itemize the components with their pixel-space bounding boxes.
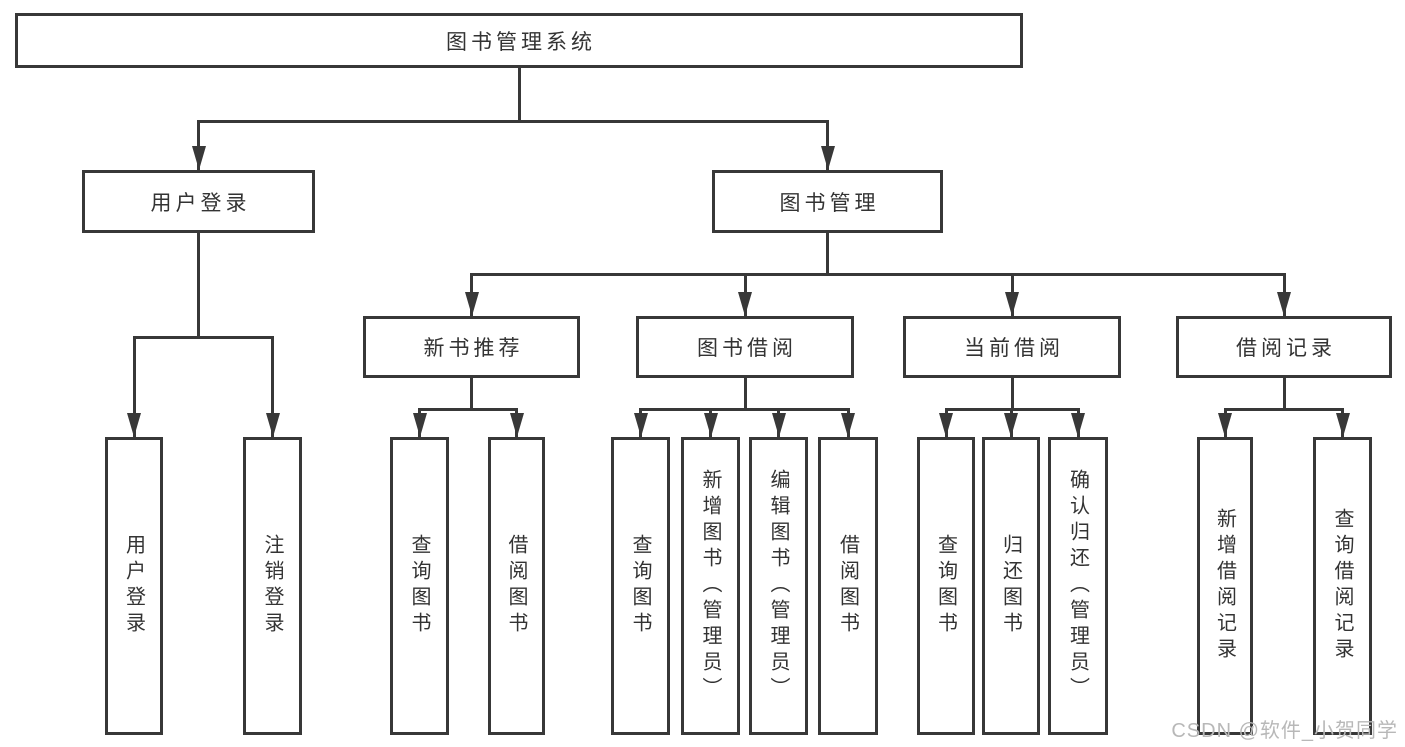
node-rec-borrow: 借阅图书 bbox=[488, 437, 545, 735]
node-bor-lend: 借阅图书 bbox=[818, 437, 878, 735]
node-cur-confirm: 确认归还（管理员） bbox=[1048, 437, 1108, 735]
node-label-borrow: 图书借阅 bbox=[697, 337, 797, 360]
arrow-down-icon bbox=[412, 413, 427, 437]
connector-line-vertical bbox=[743, 378, 747, 411]
connector-line-vertical bbox=[197, 120, 200, 170]
node-label-rec-query: 查询图书 bbox=[408, 534, 430, 638]
connector-line-vertical bbox=[826, 120, 829, 170]
node-label-login-out: 注销登录 bbox=[261, 534, 283, 638]
node-bor-query: 查询图书 bbox=[611, 437, 670, 735]
arrow-down-icon bbox=[703, 413, 718, 437]
arrow-down-icon bbox=[1071, 413, 1085, 437]
arrow-down-icon bbox=[509, 413, 524, 437]
arrow-down-icon bbox=[1005, 292, 1019, 316]
connector-line-horizontal bbox=[418, 408, 518, 411]
arrow-down-icon bbox=[820, 146, 835, 170]
node-login: 用户登录 bbox=[82, 170, 315, 233]
node-current: 当前借阅 bbox=[903, 316, 1121, 378]
node-label-recommend: 新书推荐 bbox=[423, 337, 524, 360]
node-login-out: 注销登录 bbox=[243, 437, 302, 735]
node-label-hist-query: 查询借阅记录 bbox=[1331, 508, 1353, 664]
node-label-login: 用户登录 bbox=[150, 191, 251, 215]
connector-line-horizontal bbox=[470, 273, 1286, 276]
connector-line-vertical bbox=[132, 336, 136, 437]
connector-line-vertical bbox=[1282, 378, 1286, 411]
arrow-down-icon bbox=[1004, 413, 1018, 437]
node-label-records: 借阅记录 bbox=[1236, 337, 1336, 360]
connector-line-vertical bbox=[197, 233, 200, 339]
node-label-rec-borrow: 借阅图书 bbox=[505, 534, 527, 638]
connector-line-horizontal bbox=[1223, 408, 1344, 411]
node-label-cur-query: 查询图书 bbox=[934, 534, 957, 638]
arrow-down-icon bbox=[841, 413, 855, 437]
node-hist-query: 查询借阅记录 bbox=[1313, 437, 1372, 735]
node-label-manage: 图书管理 bbox=[779, 191, 880, 215]
node-label-bor-add: 新增图书（管理员） bbox=[699, 469, 721, 703]
node-records: 借阅记录 bbox=[1176, 316, 1392, 378]
node-label-hist-add: 新增借阅记录 bbox=[1213, 508, 1236, 664]
arrow-down-icon bbox=[127, 413, 141, 437]
node-manage: 图书管理 bbox=[712, 170, 943, 233]
connector-line-vertical bbox=[271, 336, 274, 437]
connector-line-vertical bbox=[826, 233, 829, 276]
node-label-cur-confirm: 确认归还（管理员） bbox=[1066, 469, 1089, 703]
watermark: CSDN @软件_小贺同学 bbox=[1171, 720, 1398, 742]
arrow-down-icon bbox=[265, 413, 280, 437]
node-label-login-user: 用户登录 bbox=[122, 534, 145, 638]
arrow-down-icon bbox=[738, 292, 752, 316]
arrow-down-icon bbox=[771, 413, 786, 437]
node-login-user: 用户登录 bbox=[105, 437, 163, 735]
arrow-down-icon bbox=[939, 413, 953, 437]
node-label-bor-query: 查询图书 bbox=[629, 534, 651, 638]
node-label-bor-lend: 借阅图书 bbox=[836, 534, 859, 638]
node-bor-add: 新增图书（管理员） bbox=[681, 437, 740, 735]
node-hist-add: 新增借阅记录 bbox=[1197, 437, 1253, 735]
connector-line-vertical bbox=[470, 378, 473, 411]
connector-line-horizontal bbox=[132, 336, 274, 339]
arrow-down-icon bbox=[1218, 413, 1232, 437]
arrow-down-icon bbox=[1335, 413, 1350, 437]
connector-line-horizontal bbox=[197, 120, 829, 123]
connector-line-horizontal bbox=[639, 408, 850, 411]
node-recommend: 新书推荐 bbox=[363, 316, 580, 378]
node-cur-return: 归还图书 bbox=[982, 437, 1040, 735]
arrow-down-icon bbox=[464, 292, 479, 316]
arrow-down-icon bbox=[191, 146, 206, 170]
node-label-current: 当前借阅 bbox=[964, 337, 1064, 360]
node-cur-query: 查询图书 bbox=[917, 437, 975, 735]
node-borrow: 图书借阅 bbox=[636, 316, 854, 378]
connector-line-vertical bbox=[517, 68, 521, 123]
arrow-down-icon bbox=[633, 413, 648, 437]
node-root: 图书管理系统 bbox=[15, 13, 1023, 68]
connector-line-vertical bbox=[1010, 378, 1014, 411]
node-bor-edit: 编辑图书（管理员） bbox=[749, 437, 808, 735]
node-label-bor-edit: 编辑图书（管理员） bbox=[767, 469, 789, 703]
arrow-down-icon bbox=[1277, 292, 1291, 316]
node-label-root: 图书管理系统 bbox=[446, 30, 596, 54]
node-label-cur-return: 归还图书 bbox=[999, 534, 1022, 638]
node-rec-query: 查询图书 bbox=[390, 437, 449, 735]
